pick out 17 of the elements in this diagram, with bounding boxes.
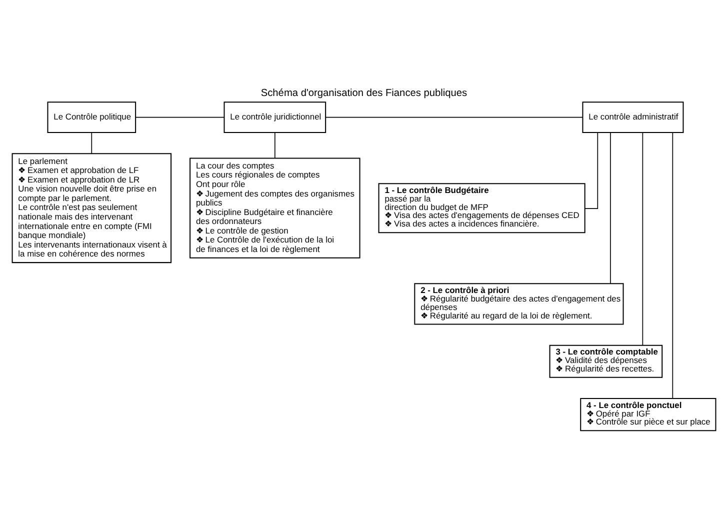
node-box: Le parlement ❖ Examen et approbation de LF ❖ Examen et approbation de LR Une vision nouvelle doit être prise en compte par le parlement. Le contrôle n'est pas seulement nationale mais des intervenant internationale entre en compte (FMI banque mondiale) Les intervenants internationaux visent à la mise en cohérence des normes [12, 153, 172, 264]
diagram-title: Schéma d'organisation des Fiances publiques [260, 88, 468, 99]
node-box: 2 - Le contrôle à priori ❖ Régularité budgétaire des actes d'engagement des dépenses ❖ Régularité au regard de la loi de règlement. [414, 283, 624, 325]
node-box: La cour des comptes Les cours régionales de comptes Ont pour rôle ❖ Jugement des comptes des organismes publics ❖ Discipline Budgétaire et financière des ordonnateurs ❖ Le contrôle de gestion ❖ Le Contrôle de l'exécution de la loi de finances et la loi de règlement [190, 158, 360, 258]
connector [274, 132, 276, 159]
connector [91, 132, 92, 154]
node-box: 3 - Le contrôle comptable ❖ Validité des dépenses ❖ Régularité des recettes. [549, 344, 663, 378]
connector [325, 116, 583, 118]
node-box: 4 - Le contrôle ponctuel ❖ Opéré par IGF ❖ Contrôle sur pièce et sur place [580, 398, 716, 432]
connector [672, 132, 674, 399]
connector [642, 132, 644, 346]
node-box: Le contrôle administratif [582, 102, 684, 134]
node-box: Le Contrôle politique [47, 102, 136, 134]
node-box: Le contrôle juridictionnel [224, 102, 326, 134]
node-box: 1 - Le contrôle Budgétaire passé par la direction du budget de MFP ❖ Visa des actes d'engagements de dépenses CED ❖ Visa des actes a incidences financière. [378, 183, 586, 234]
connector [135, 116, 224, 118]
connector [610, 132, 611, 284]
